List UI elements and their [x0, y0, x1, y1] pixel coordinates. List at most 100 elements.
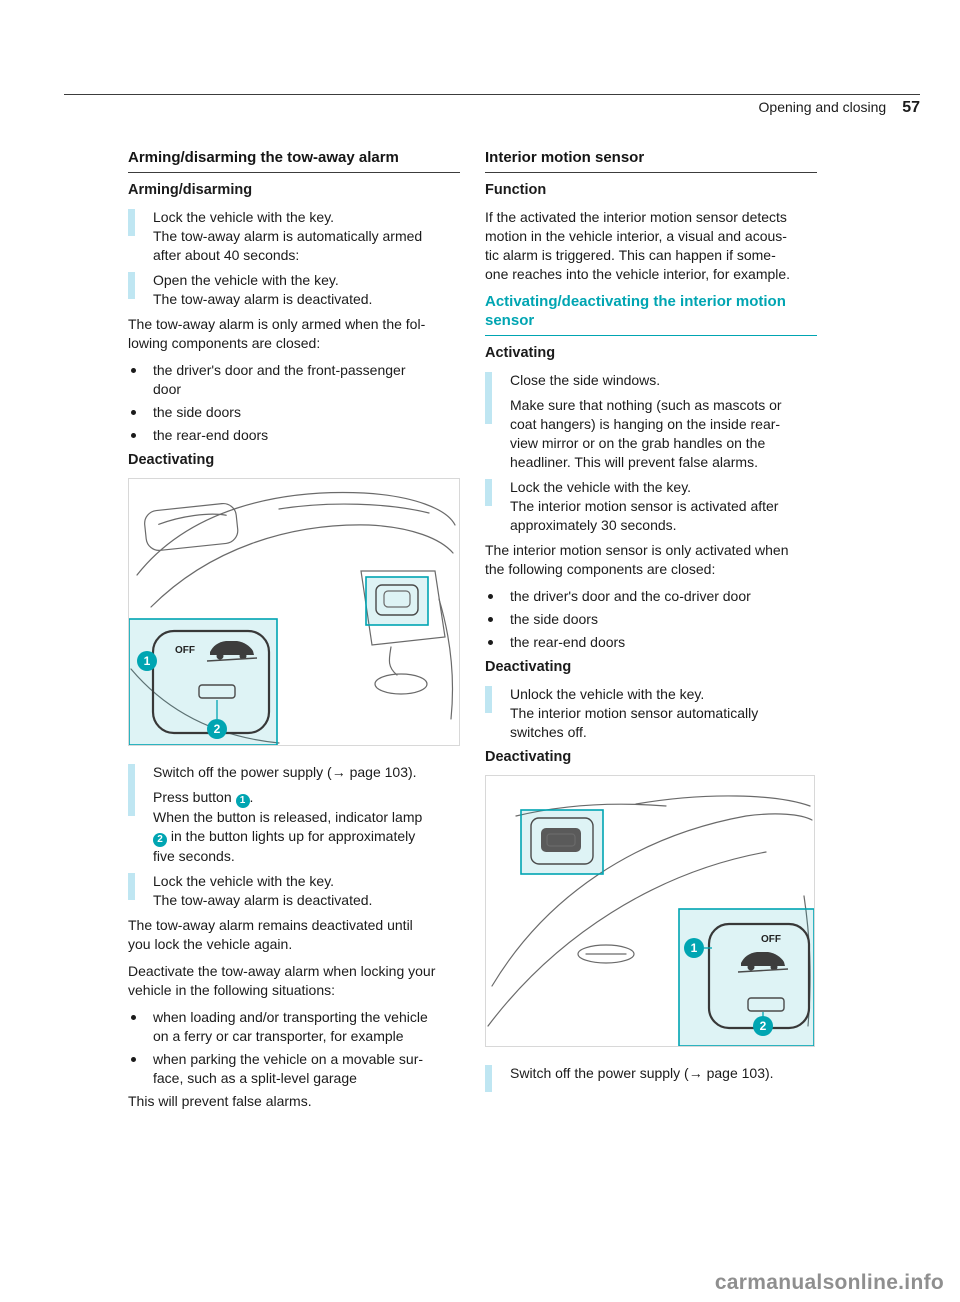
left-column: Arming/disarming the tow-away alarm Armi…	[128, 148, 460, 1119]
bullet-item-side-doors-right: the side doors	[485, 610, 817, 629]
step-arrow-marker	[128, 209, 135, 236]
step-text: Switch off the power supply (→ page 103)…	[153, 764, 417, 780]
instruction-step-close-windows: Close the side windows.	[485, 371, 817, 399]
figure-overhead-panel-tow-away: OFF 1 2	[128, 478, 460, 746]
step-arrow-marker	[128, 764, 135, 791]
callout-2-circle	[753, 1016, 773, 1036]
instruction-step-lock-arm: Lock the vehicle with the key. The tow-a…	[128, 208, 460, 265]
paragraph-remains-deactivated: The tow-away alarm remains deactivated u…	[128, 917, 413, 952]
step-arrow-marker	[485, 1065, 492, 1092]
subheading-deactivating-right-2: Deactivating	[485, 749, 572, 765]
off-button-label: OFF	[175, 645, 195, 656]
instruction-step-nothing-hanging: Make sure that nothing (such as mascots …	[485, 396, 817, 472]
header-rule	[64, 94, 920, 95]
paragraph-activated-intro: The interior motion sensor is only activ…	[485, 542, 789, 577]
step-text: Switch off the power supply (→ page 103)…	[510, 1065, 774, 1081]
bullet-text: when loading and/or transporting the veh…	[153, 1009, 428, 1044]
instruction-step-lock-activate: Lock the vehicle with the key. The inter…	[485, 478, 817, 535]
console-detail	[375, 584, 419, 616]
bullet-text: the driver's door and the co-driver door	[510, 588, 751, 604]
callout-2-number: 2	[214, 722, 221, 736]
indicator-lamp	[747, 997, 785, 1012]
step-arrow-marker	[128, 873, 135, 900]
instruction-step-open-disarm: Open the vehicle with the key. The tow-a…	[128, 271, 460, 309]
step-text: Close the side windows.	[510, 372, 661, 388]
paragraph-prevent-false-alarms: This will prevent false alarms.	[128, 1093, 312, 1109]
page-header: Opening and closing 57	[64, 94, 920, 117]
subheading-deactivating-right-1: Deactivating	[485, 659, 572, 675]
step-arrow-marker	[485, 479, 492, 506]
right-column: Interior motion sensor Function If the a…	[485, 148, 817, 1092]
off-button-label: OFF	[761, 934, 781, 945]
step-arrow-marker	[485, 372, 492, 399]
step-arrow-marker	[128, 272, 135, 299]
callout-1-number: 1	[691, 941, 698, 955]
step-text: Lock the vehicle with the key. The tow-a…	[153, 873, 373, 908]
bullet-dot-icon	[488, 594, 493, 599]
subheading-arming-disarming: Arming/disarming	[128, 182, 253, 198]
header-page-number: 57	[902, 99, 920, 116]
bullet-dot-icon	[131, 1015, 136, 1020]
step-arrow-marker	[485, 686, 492, 713]
bullet-item-ferry: when loading and/or transporting the veh…	[128, 1008, 460, 1046]
figure-1-line-art: OFF 1 2	[129, 491, 456, 745]
section-heading-activating-deactivating: Activating/deactivating the interior mot…	[485, 292, 817, 336]
paragraph-function: If the activated the interior motion sen…	[485, 209, 791, 282]
subheading-function: Function	[485, 182, 547, 198]
callout-2-circle	[207, 719, 227, 739]
bullet-item-side-doors: the side doors	[128, 403, 460, 422]
bullet-text: the side doors	[153, 404, 241, 420]
step-text: Lock the vehicle with the key. The inter…	[510, 479, 779, 533]
callout-2-number: 2	[760, 1019, 767, 1033]
callout-1-number: 1	[144, 654, 151, 668]
header-text: Opening and closing 57	[64, 98, 920, 117]
bullet-dot-icon	[131, 1057, 136, 1062]
step-text: Press button 1. When the button is relea…	[153, 789, 423, 864]
instruction-step-power-supply: Switch off the power supply (→ page 103)…	[128, 763, 460, 791]
bullet-dot-icon	[131, 368, 136, 373]
bullet-text: the rear-end doors	[153, 427, 269, 443]
bullet-item-rear-doors: the rear-end doors	[128, 426, 460, 445]
callout-1-circle	[684, 938, 704, 958]
inline-callout-2: 2	[153, 833, 167, 847]
tow-away-car-icon	[737, 952, 789, 973]
console-button-detail	[383, 590, 411, 608]
bullet-dot-icon	[131, 410, 136, 415]
paragraph-situations-intro: Deactivate the tow-away alarm when locki…	[128, 963, 436, 998]
bullet-item-driver-codriver-door: the driver's door and the co-driver door	[485, 587, 817, 606]
paragraph-armed-intro: The tow-away alarm is only armed when th…	[128, 316, 426, 351]
highlight-region-off-panel	[678, 908, 814, 1046]
figure-overhead-panel-motion-sensor: OFF 1 2	[485, 775, 815, 1047]
bullet-text: when parking the vehicle on a movable su…	[153, 1051, 424, 1086]
subheading-activating: Activating	[485, 345, 556, 361]
instruction-step-power-supply-right: Switch off the power supply (→ page 103)…	[485, 1064, 817, 1092]
step-text: Make sure that nothing (such as mascots …	[510, 397, 782, 470]
instruction-step-press-button: Press button 1. When the button is relea…	[128, 788, 460, 866]
section-heading-tow-away-alarm: Arming/disarming the tow-away alarm	[128, 148, 460, 173]
instruction-step-lock-deactivate: Lock the vehicle with the key. The tow-a…	[128, 872, 460, 910]
instruction-step-unlock: Unlock the vehicle with the key. The int…	[485, 685, 817, 742]
step-text: Lock the vehicle with the key. The tow-a…	[153, 209, 423, 263]
bullet-item-movable-surface: when parking the vehicle on a movable su…	[128, 1050, 460, 1088]
step-arrow-marker	[485, 397, 492, 424]
bullet-text: the side doors	[510, 611, 598, 627]
bullet-dot-icon	[488, 617, 493, 622]
callout-1-circle	[137, 651, 157, 671]
tow-away-car-icon	[206, 641, 258, 662]
bullet-dot-icon	[488, 640, 493, 645]
figure-2-line-art: OFF 1 2	[487, 795, 814, 1046]
section-heading-interior-motion-sensor: Interior motion sensor	[485, 148, 817, 173]
highlight-region-off-panel	[129, 618, 278, 745]
step-text: Open the vehicle with the key. The tow-a…	[153, 272, 373, 307]
step-text: Unlock the vehicle with the key. The int…	[510, 686, 759, 740]
bullet-item-rear-doors-right: the rear-end doors	[485, 633, 817, 652]
header-section-title: Opening and closing	[758, 99, 887, 115]
watermark-text: carmanualsonline.info	[714, 1271, 944, 1294]
subheading-deactivating-left: Deactivating	[128, 452, 215, 468]
indicator-lamp	[198, 684, 236, 699]
interior-line-art	[130, 491, 456, 744]
step-arrow-marker	[128, 789, 135, 816]
bullet-text: the driver's door and the front-passenge…	[153, 362, 406, 397]
bullet-text: the rear-end doors	[510, 634, 626, 650]
